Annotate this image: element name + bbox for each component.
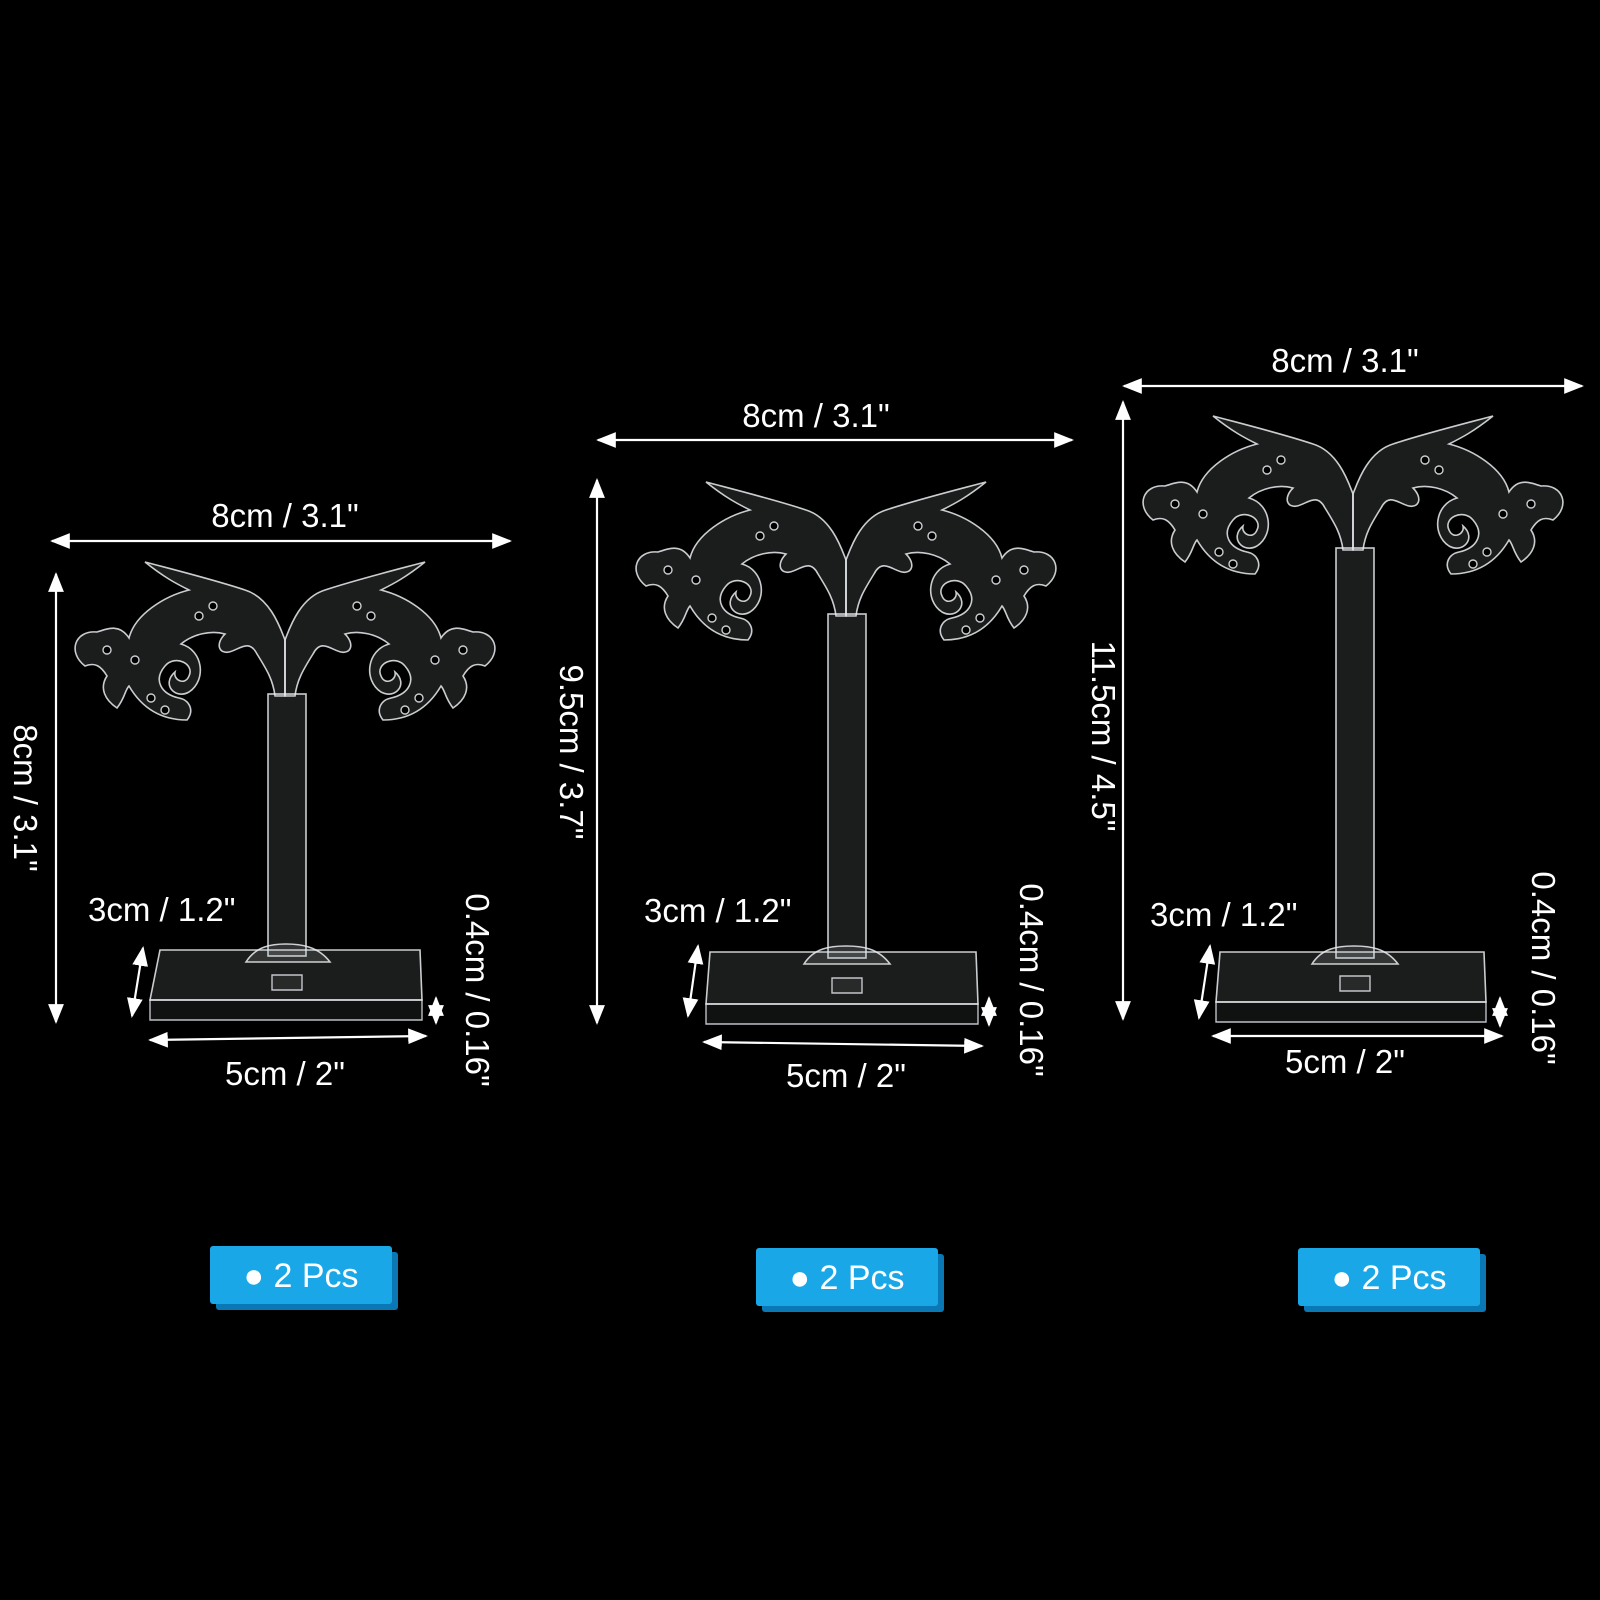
base-width-dimension-line [148, 1028, 428, 1048]
thickness-label: 0.4cm / 0.16" [459, 893, 496, 1086]
stand-medium: 8cm / 3.1" 9.5cm / 3.7" 3cm / 1.2" 0.4cm… [553, 397, 1074, 1312]
base-width-label: 5cm / 2" [1285, 1043, 1405, 1080]
earring-tree-illustration [74, 561, 496, 1021]
depth-label: 3cm / 1.2" [1150, 896, 1297, 933]
base-width-label: 5cm / 2" [786, 1057, 906, 1094]
depth-dimension-line [127, 946, 148, 1018]
thickness-label: 0.4cm / 0.16" [1525, 871, 1562, 1064]
depth-dimension-line [1193, 944, 1216, 1020]
quantity-badge: ● 2 Pcs [1298, 1248, 1486, 1312]
quantity-badge: ● 2 Pcs [210, 1246, 398, 1310]
quantity-label: ● 2 Pcs [243, 1257, 358, 1295]
height-label: 11.5cm / 4.5" [1085, 641, 1122, 832]
earring-tree-illustration [635, 481, 1057, 1025]
width-label: 8cm / 3.1" [211, 497, 358, 534]
base-width-label: 5cm / 2" [225, 1055, 345, 1092]
depth-dimension-line [682, 944, 704, 1018]
depth-label: 3cm / 1.2" [644, 892, 791, 929]
width-label: 8cm / 3.1" [742, 397, 889, 434]
quantity-label: ● 2 Pcs [1331, 1259, 1446, 1297]
height-label: 8cm / 3.1" [7, 724, 44, 871]
quantity-badge: ● 2 Pcs [756, 1248, 944, 1312]
width-label: 8cm / 3.1" [1271, 342, 1418, 379]
base-width-dimension-line [702, 1034, 984, 1054]
stand-large: 8cm / 3.1" 11.5cm / 4.5" 3cm / 1.2" 0.4c… [1085, 342, 1584, 1312]
quantity-label: ● 2 Pcs [789, 1259, 904, 1297]
height-label: 9.5cm / 3.7" [553, 665, 590, 840]
depth-label: 3cm / 1.2" [88, 891, 235, 928]
earring-tree-illustration [1142, 415, 1564, 1023]
thickness-label: 0.4cm / 0.16" [1013, 883, 1050, 1076]
stand-small: 8cm / 3.1" 8cm / 3.1" 3cm / 1.2" 0.4cm /… [7, 497, 512, 1310]
